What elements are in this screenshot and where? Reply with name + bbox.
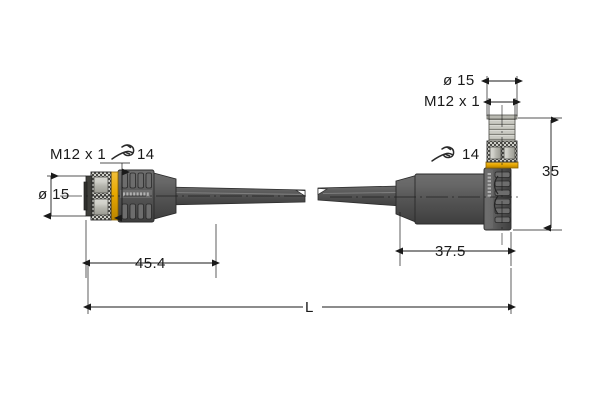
wrench-icon-right (431, 146, 455, 162)
right-length-label: 37.5 (435, 243, 466, 260)
right-body-print (487, 173, 491, 197)
right-thread-label: M12 x 1 (424, 93, 481, 110)
dim-right-diameter (481, 76, 523, 116)
left-length-label: 45.4 (135, 255, 166, 272)
left-connector-graphic (60, 169, 310, 223)
left-wrench-size-label: 14 (137, 146, 155, 163)
dim-right-thread (483, 98, 521, 120)
right-cable (317, 185, 401, 207)
dim-right-height (513, 116, 562, 232)
right-height-label: 35 (542, 163, 560, 180)
dim-left-thread (100, 162, 130, 222)
right-elbow-ribs (494, 171, 511, 223)
dimension-lines (43, 76, 562, 314)
wrench-icon-left (111, 144, 135, 160)
left-diameter-label: ø 15 (38, 186, 70, 203)
dim-right-length (395, 212, 516, 266)
right-diameter-label: ø 15 (443, 72, 475, 89)
overall-length-label: L (305, 299, 314, 316)
right-connector-graphic (317, 105, 520, 245)
right-wrench-size-label: 14 (462, 146, 480, 163)
dim-overall-length (83, 266, 516, 314)
left-thread-label: M12 x 1 (50, 146, 107, 163)
dim-left-diameter (43, 172, 86, 220)
right-elbow-slots (493, 175, 499, 215)
dim-left-length (82, 220, 220, 278)
